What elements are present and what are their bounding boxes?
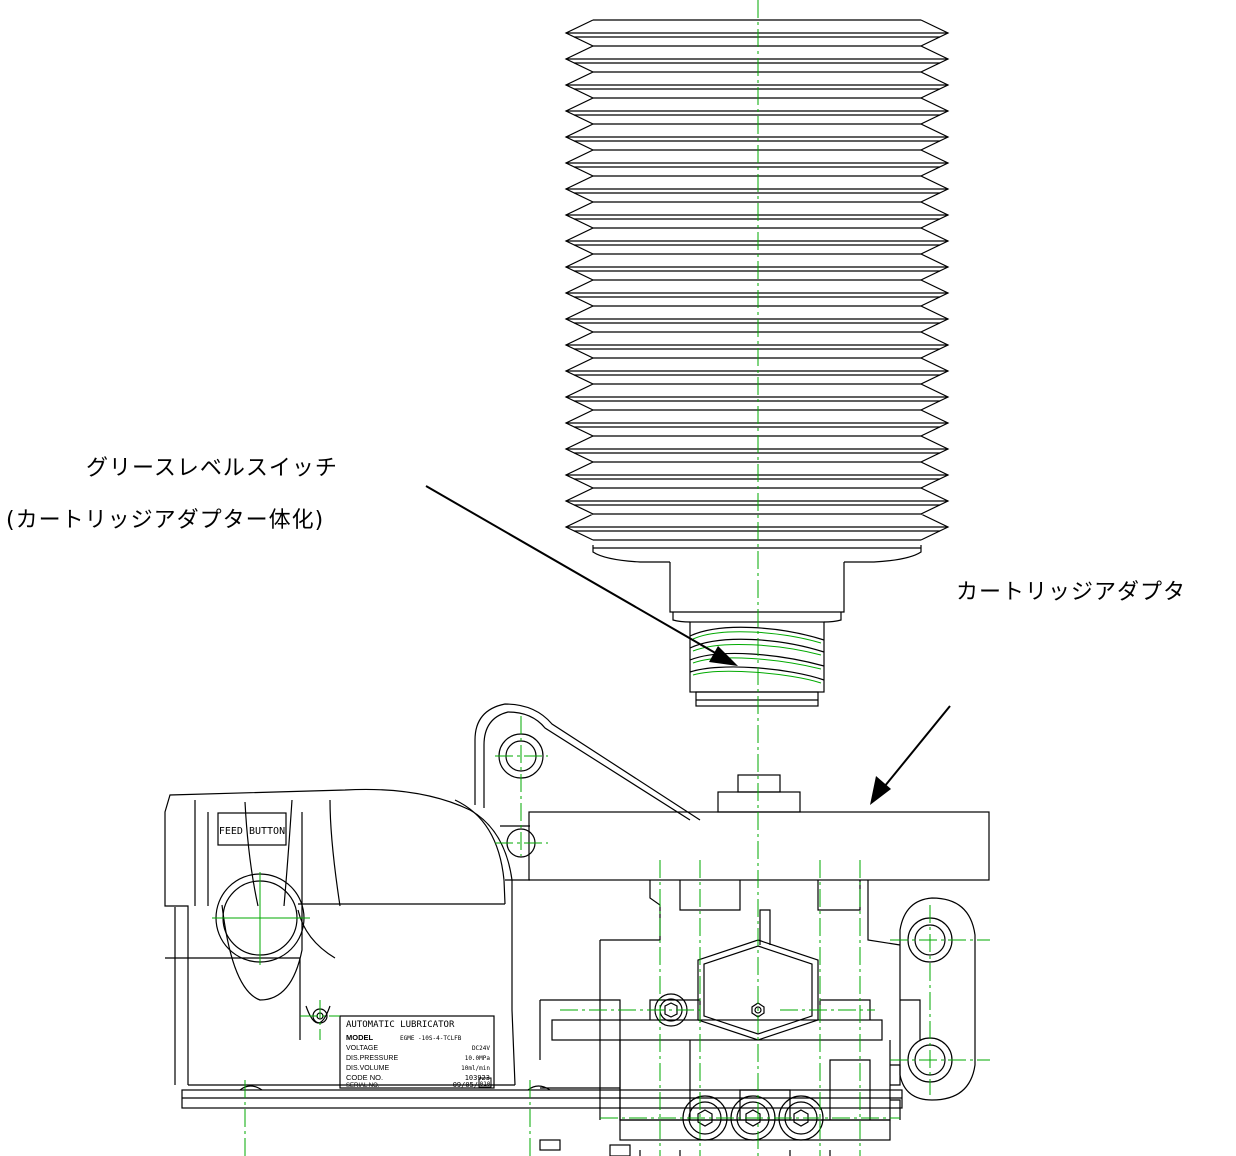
cartridge-adapter-block [528,774,990,881]
pump-housing [164,788,516,1086]
nameplate-model-label: MODEL [346,1033,374,1042]
nameplate-pressure-label: DIS.PRESSURE [346,1055,398,1062]
nameplate-voltage-value: DC24V [472,1045,490,1052]
bellows-outline [919,19,950,541]
grease-cartridge [564,19,950,541]
arrowhead-adapter [870,776,891,805]
callout-grease-level-switch: グリースレベルスイッチ [86,456,338,481]
cartridge-thread-highlight [692,631,822,684]
nameplate-code-label: CODE NO. [346,1073,383,1082]
leader-lines [425,485,951,793]
nameplate-pressure-value: 10.0MPa [465,1055,491,1062]
nameplate-serial-box: 010 [480,1081,491,1088]
nameplate-voltage-label: VOLTAGE [346,1045,378,1052]
cartridge-neck [592,545,922,707]
callout-grease-level-switch-note: (カートリッジアダプター体化) [6,508,325,533]
nameplate-volume-value: 10ml/min [461,1065,490,1072]
arrowhead-switch [709,646,738,666]
callout-cartridge-adapter: カートリッジアダプタ [956,580,1187,605]
bellows-outline [564,19,595,541]
feed-button-label: FEED BUTTON [219,826,285,837]
nameplate-code-value: 103923 [465,1074,490,1082]
nameplate-title: AUTOMATIC LUBRICATOR [346,1020,455,1030]
nameplate-model-value: EGME -10S-4-TCLFB [400,1035,462,1042]
nameplate-volume-label: DIS.VOLUME [346,1065,390,1072]
nameplate-serial-label: SERIAL NO. [346,1083,380,1089]
nameplate-serial-value: 09/05/ [453,1081,478,1089]
centerlines [244,0,990,1156]
feed-button-centerlines [212,872,310,965]
nameplate [339,1015,495,1089]
